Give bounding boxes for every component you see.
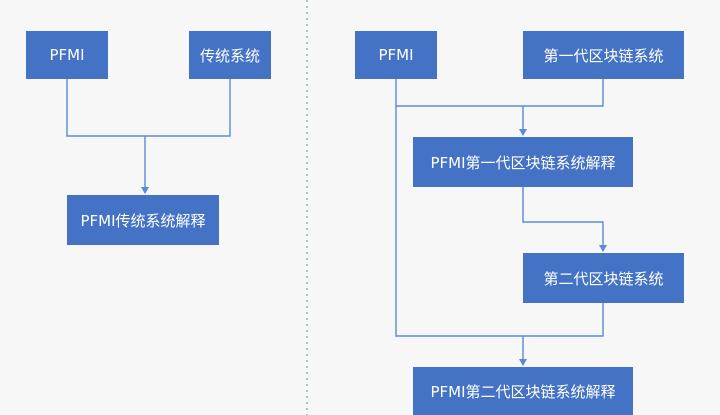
- gen2-explanation-box: PFMI第二代区块链系统解释: [413, 367, 633, 415]
- right-pfmi-label: PFMI: [378, 46, 414, 64]
- right-connectors: [395, 79, 607, 366]
- gen2-explanation-label: PFMI第二代区块链系统解释: [430, 382, 616, 401]
- left-explanation-box: PFMI传统系统解释: [67, 195, 219, 245]
- gen2-system-box: 第二代区块链系统: [523, 253, 684, 303]
- connector-right-pfmi-to-gen2-merge: [395, 106, 604, 337]
- left-traditional-system-label: 传统系统: [199, 46, 260, 65]
- connector-left-pfmi-to-merge: [66, 79, 231, 137]
- gen1-explanation-label: PFMI第一代区块链系统解释: [430, 153, 616, 172]
- left-connectors: [66, 79, 231, 194]
- connector-gen1-explanation-to-gen2: [522, 187, 607, 252]
- left-explanation-label: PFMI传统系统解释: [80, 211, 206, 230]
- gen2-system-label: 第二代区块链系统: [543, 269, 664, 288]
- left-pfmi-label: PFMI: [49, 46, 85, 64]
- gen1-system-label: 第一代区块链系统: [543, 46, 664, 65]
- gen1-explanation-box: PFMI第一代区块链系统解释: [413, 137, 633, 187]
- connector-right-pfmi-to-gen1-merge: [395, 79, 604, 107]
- left-pfmi-box: PFMI: [26, 31, 108, 79]
- right-pfmi-box: PFMI: [355, 31, 437, 79]
- left-traditional-system-box: 传统系统: [189, 31, 271, 79]
- gen1-system-box: 第一代区块链系统: [523, 31, 684, 79]
